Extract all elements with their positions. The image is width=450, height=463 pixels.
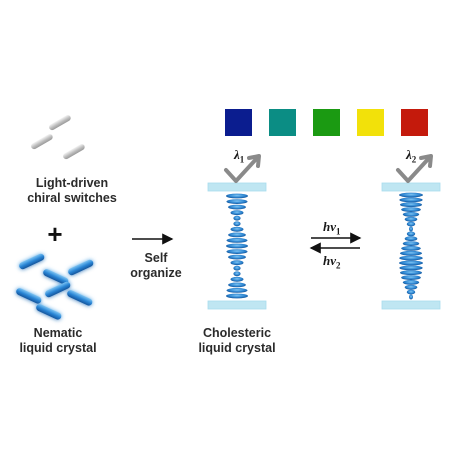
chiral-switches-label: Light-driven chiral switches bbox=[27, 176, 117, 205]
helix-disc bbox=[406, 221, 416, 227]
helix-disc bbox=[399, 260, 423, 266]
helix-disc bbox=[226, 249, 248, 255]
gray-rod bbox=[63, 144, 85, 160]
helix-discs-left bbox=[226, 193, 248, 299]
helix-disc bbox=[404, 216, 418, 222]
top-plate bbox=[381, 182, 441, 192]
nematic-rods bbox=[16, 253, 94, 320]
cholesteric-label: Cholesteric liquid crystal bbox=[198, 326, 276, 355]
helix-disc bbox=[402, 212, 420, 217]
blue-rod bbox=[67, 290, 93, 306]
color-swatch bbox=[313, 109, 340, 136]
helix-disc bbox=[226, 293, 248, 299]
helix-disc bbox=[228, 232, 246, 238]
lambda2-label: λ2 bbox=[406, 147, 417, 165]
helix-disc bbox=[233, 265, 241, 271]
helix-disc bbox=[404, 284, 418, 290]
blue-rod bbox=[16, 288, 42, 304]
cholesteric-column-right bbox=[381, 154, 441, 310]
helix-disc bbox=[233, 271, 241, 277]
helix-disc bbox=[230, 276, 244, 282]
helix-disc bbox=[226, 199, 248, 205]
bottom-plate bbox=[381, 300, 441, 310]
helix-disc bbox=[400, 270, 422, 276]
blue-rod bbox=[36, 304, 62, 320]
bottom-plate bbox=[207, 300, 267, 310]
helix-disc bbox=[226, 193, 248, 199]
helix-disc bbox=[233, 215, 241, 221]
helix-disc bbox=[401, 207, 421, 213]
blue-rod bbox=[19, 253, 45, 270]
gray-rod bbox=[49, 115, 71, 131]
lambda1-label: λ1 bbox=[234, 147, 245, 165]
color-swatch bbox=[401, 109, 428, 136]
blue-rod bbox=[68, 259, 94, 276]
helix-disc bbox=[230, 226, 244, 232]
helix-disc bbox=[409, 226, 413, 232]
helix-disc bbox=[233, 221, 241, 227]
hv1-label: hv1 bbox=[323, 219, 341, 237]
blue-rod bbox=[45, 281, 71, 298]
cholesteric-column-left bbox=[207, 154, 267, 310]
color-swatch bbox=[225, 109, 252, 136]
color-swatch bbox=[357, 109, 384, 136]
helix-disc bbox=[409, 294, 413, 300]
helix-disc bbox=[406, 289, 416, 295]
helix-disc bbox=[228, 254, 246, 260]
helix-disc bbox=[401, 275, 421, 280]
helix-disc bbox=[400, 202, 422, 208]
helix-disc bbox=[230, 210, 244, 216]
helix-disc bbox=[226, 243, 248, 249]
helix-disc bbox=[230, 260, 244, 266]
helix-disc bbox=[399, 255, 423, 261]
helix-disc bbox=[399, 265, 423, 271]
helix-disc bbox=[404, 236, 418, 242]
reflection-arrow-left bbox=[224, 154, 261, 183]
helix-disc bbox=[399, 197, 423, 203]
helix-disc bbox=[226, 288, 248, 293]
helix-discs-right bbox=[399, 192, 423, 300]
gray-rod bbox=[31, 134, 53, 150]
helix-disc bbox=[406, 231, 416, 237]
helix-disc bbox=[402, 241, 420, 247]
color-swatch bbox=[269, 109, 296, 136]
helix-disc bbox=[226, 238, 248, 243]
helix-disc bbox=[400, 250, 422, 256]
plus-sign: + bbox=[47, 219, 63, 249]
helix-disc bbox=[228, 204, 246, 210]
nematic-label: Nematic liquid crystal bbox=[19, 326, 97, 355]
helix-disc bbox=[228, 282, 246, 288]
hv2-label: hv2 bbox=[323, 253, 341, 271]
chiral-switch-rods bbox=[31, 115, 85, 160]
helix-disc bbox=[402, 280, 420, 285]
helix-disc bbox=[399, 192, 423, 198]
reflection-arrow-right bbox=[396, 154, 433, 183]
blue-rod bbox=[43, 269, 69, 285]
top-plate bbox=[207, 182, 267, 192]
helix-disc bbox=[401, 246, 421, 251]
color-swatches bbox=[225, 109, 428, 136]
self-organize-label: Self organize bbox=[130, 251, 182, 280]
